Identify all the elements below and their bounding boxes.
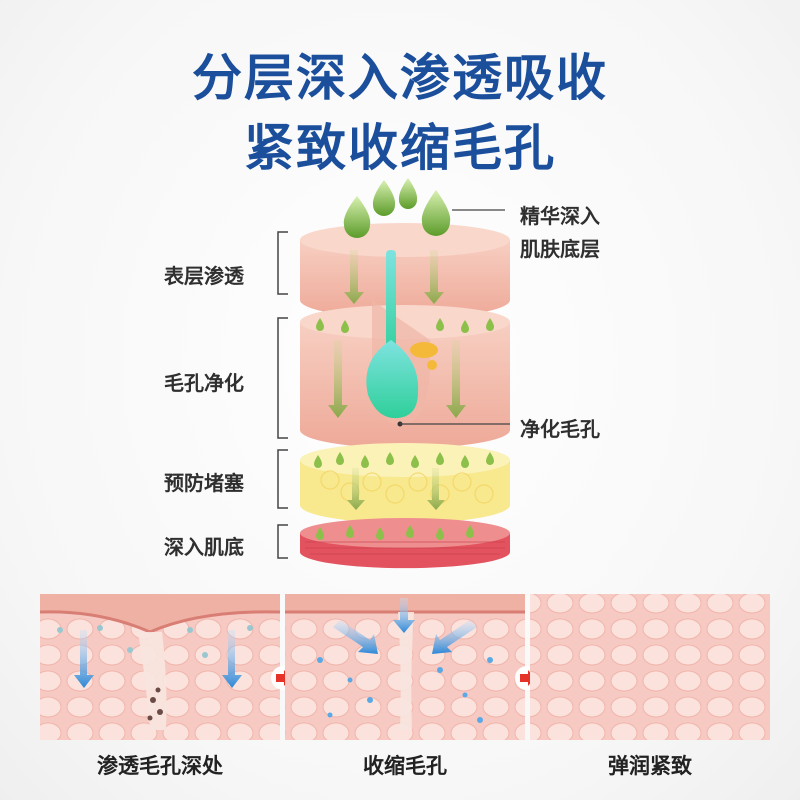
step-panel-2 (285, 594, 525, 740)
hair-follicle (366, 250, 438, 427)
label-surface-penetration: 表层渗透 (164, 264, 244, 288)
layer-brackets (277, 231, 288, 559)
callout-clean-pore: 净化毛孔 (520, 417, 600, 441)
headline-line-2: 紧致收缩毛孔 (244, 119, 556, 177)
label-pore-cleanse: 毛孔净化 (164, 371, 244, 395)
absorption-arrows (328, 250, 466, 510)
fat-layer (300, 443, 510, 524)
step-label-1: 渗透毛孔深处 (97, 754, 223, 778)
callout-essence-line-1: 精华深入 (520, 204, 600, 228)
pore-steps-strip (39, 594, 770, 740)
small-drops (314, 318, 494, 540)
callout-essence-line-2: 肌肤底层 (520, 237, 600, 261)
label-deep-dermis: 深入肌底 (164, 535, 244, 559)
essence-drops (343, 178, 451, 238)
headline-line-1: 分层深入渗透吸收 (192, 49, 608, 107)
callout-lines (400, 209, 510, 425)
label-prevent-clog: 预防堵塞 (164, 471, 244, 495)
skin-layer-diagram (277, 178, 510, 569)
step-label-2: 收缩毛孔 (363, 754, 447, 778)
step-panel-1 (39, 594, 281, 740)
surface-layer (300, 223, 510, 319)
step-panel-3 (530, 594, 770, 740)
step-label-3: 弹润紧致 (608, 754, 692, 778)
muscle-layer (300, 518, 510, 569)
